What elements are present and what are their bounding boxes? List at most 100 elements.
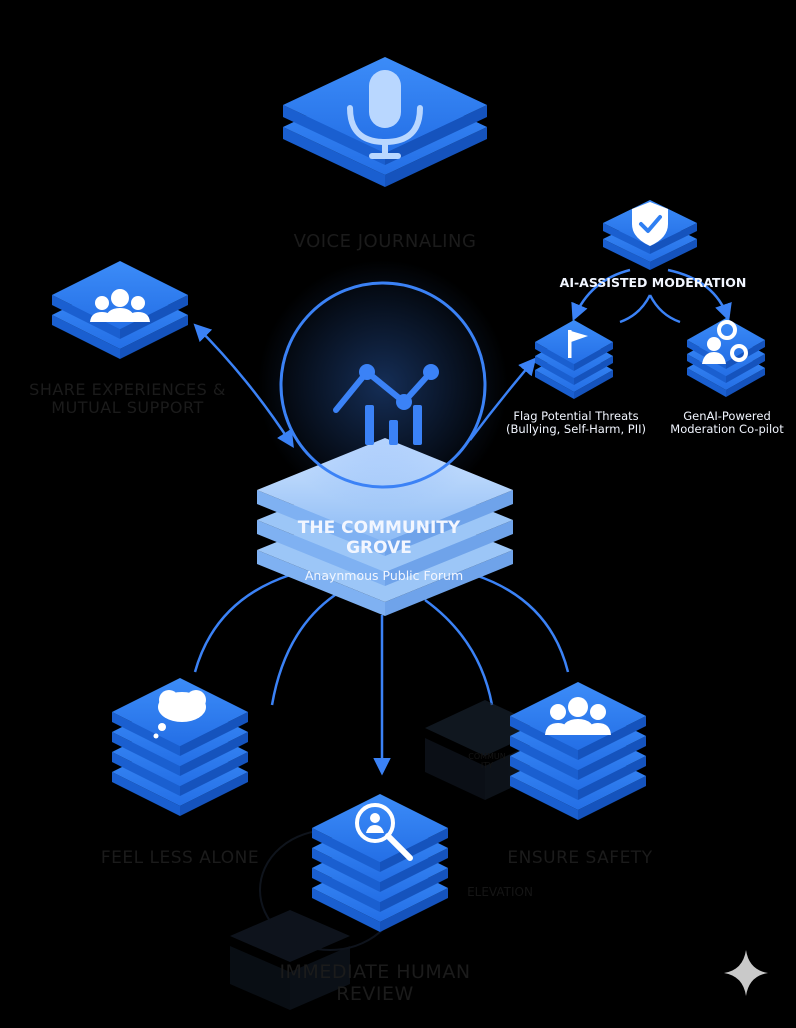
tile-side-left bbox=[52, 315, 120, 359]
ghost-node-label-line2: ITY bbox=[480, 761, 494, 771]
tile-side-right bbox=[574, 342, 613, 371]
connector-grove-to-feel-alone bbox=[193, 573, 291, 673]
users-icon bbox=[90, 289, 150, 322]
tile-side-left bbox=[312, 868, 380, 912]
tile-side-right bbox=[180, 772, 248, 816]
connector-grove-to-safety bbox=[474, 573, 570, 673]
tile-side-right bbox=[385, 127, 487, 187]
community-grove-title-line1: THE COMMUNITY bbox=[297, 518, 461, 538]
tile-side-left bbox=[510, 736, 578, 780]
tile-side-right bbox=[578, 756, 646, 800]
tile-side-right bbox=[385, 520, 513, 586]
share-support-label-line2: MUTUAL SUPPORT bbox=[51, 398, 204, 418]
immediate-review-stack bbox=[312, 794, 448, 932]
icons bbox=[90, 70, 768, 996]
tile-side-left bbox=[510, 756, 578, 800]
genai-copilot-label: GenAI-Powered Moderation Co-pilot bbox=[660, 409, 794, 437]
tile-side-right bbox=[574, 356, 613, 385]
tile-side-right bbox=[650, 223, 697, 254]
tile-side-right bbox=[726, 368, 765, 397]
tile-side-right bbox=[120, 295, 188, 339]
ai-moderation-label: AI-ASSISTED MODERATION bbox=[559, 275, 747, 290]
tile-side-right bbox=[180, 712, 248, 756]
tile-side-right bbox=[385, 550, 513, 616]
genai-copilot-stack bbox=[687, 318, 765, 397]
analytics-chart-icon bbox=[258, 260, 508, 510]
flag-threats-label-line1: Flag Potential Threats bbox=[513, 409, 639, 423]
voice-journaling-label: VOICE JOURNALING bbox=[293, 231, 477, 252]
sparkle-icon bbox=[724, 950, 768, 996]
flag-threats-label-line2: (Bullying, Self-Harm, PII) bbox=[505, 422, 647, 437]
tile-side-right bbox=[578, 776, 646, 820]
feel-less-alone-stack bbox=[112, 678, 248, 816]
tile-side-left bbox=[112, 732, 180, 776]
tile-side-left bbox=[312, 888, 380, 932]
connector-grove-branch-left bbox=[270, 593, 336, 706]
immediate-review-label-line1: IMMEDIATE HUMAN bbox=[279, 961, 471, 983]
connector-grove-branch-right bbox=[424, 598, 494, 706]
tile-side-left bbox=[687, 368, 726, 397]
tile-side-right bbox=[120, 315, 188, 359]
flag-threats-label: Flag Potential Threats (Bullying, Self-H… bbox=[494, 409, 658, 437]
tile-side-right bbox=[574, 370, 613, 399]
users-icon bbox=[545, 697, 611, 735]
user-search-icon bbox=[355, 803, 413, 861]
genai-copilot-label-line1: GenAI-Powered bbox=[683, 409, 771, 423]
connector-shield-to-copilot bbox=[667, 268, 732, 322]
tile-side-left bbox=[510, 716, 578, 760]
flag-icon bbox=[568, 330, 588, 358]
tile-side-left bbox=[112, 772, 180, 816]
community-grove-title: THE COMMUNITY GROVE bbox=[262, 518, 496, 558]
tile-side-left bbox=[510, 776, 578, 820]
tile-side-left bbox=[257, 550, 385, 616]
tile-side-right bbox=[180, 732, 248, 776]
connector-shield-branch bbox=[619, 294, 652, 324]
tile-side-left bbox=[603, 223, 650, 254]
tile-side-right bbox=[385, 105, 487, 165]
share-support-label: SHARE EXPERIENCES & MUTUAL SUPPORT bbox=[10, 380, 245, 418]
share-support-label-line1: SHARE EXPERIENCES & bbox=[29, 380, 226, 399]
tile-side-left bbox=[535, 370, 574, 399]
ensure-safety-label: ENSURE SAFETY bbox=[507, 848, 653, 868]
microphone-icon bbox=[347, 70, 423, 159]
tile-side-left bbox=[112, 752, 180, 796]
flag-threats-stack bbox=[535, 320, 613, 399]
tile-side-right bbox=[726, 354, 765, 383]
tile-side-right bbox=[380, 868, 448, 912]
tile-side-left bbox=[603, 239, 650, 270]
tile-side-right bbox=[650, 239, 697, 270]
ghost-node-label: COMMUN ITY bbox=[452, 752, 522, 770]
tile-side-left bbox=[112, 712, 180, 756]
tile-side-right bbox=[385, 490, 513, 556]
tile-side-right bbox=[578, 736, 646, 780]
tile-side-left bbox=[52, 295, 120, 339]
tile-side-left bbox=[257, 520, 385, 586]
connector-shield-to-flag bbox=[571, 268, 631, 322]
immediate-review-label-line2: REVIEW bbox=[336, 982, 414, 1005]
tile-side-left bbox=[283, 127, 385, 187]
tile-side-left bbox=[283, 105, 385, 165]
tile-side-right bbox=[380, 828, 448, 872]
tile-side-right bbox=[180, 752, 248, 796]
community-grove-subtitle: Anaynmous Public Forum bbox=[304, 568, 464, 583]
shield-check-icon bbox=[632, 202, 668, 246]
community-grove-title-line2: GROVE bbox=[346, 537, 412, 558]
tile-side-left bbox=[257, 490, 385, 556]
tile-side-left bbox=[312, 828, 380, 872]
tile-side-left bbox=[535, 342, 574, 371]
tile-top bbox=[535, 320, 613, 364]
tile-side-left bbox=[687, 354, 726, 383]
tile-side-right bbox=[380, 888, 448, 932]
user-gears-icon bbox=[702, 320, 748, 364]
ghost-node-label-line1: COMMUN bbox=[468, 752, 506, 761]
thought-bubble-icon bbox=[153, 690, 206, 739]
immediate-review-label: IMMEDIATE HUMAN REVIEW bbox=[230, 961, 520, 1006]
genai-copilot-label-line2: Moderation Co-pilot bbox=[670, 422, 784, 437]
tile-side-right bbox=[380, 848, 448, 892]
connector-shield-branch-2 bbox=[648, 294, 681, 324]
ghost-node-sub-label: ELEVATION bbox=[467, 885, 533, 899]
tile-side-left bbox=[535, 356, 574, 385]
tile-side-left bbox=[312, 848, 380, 892]
